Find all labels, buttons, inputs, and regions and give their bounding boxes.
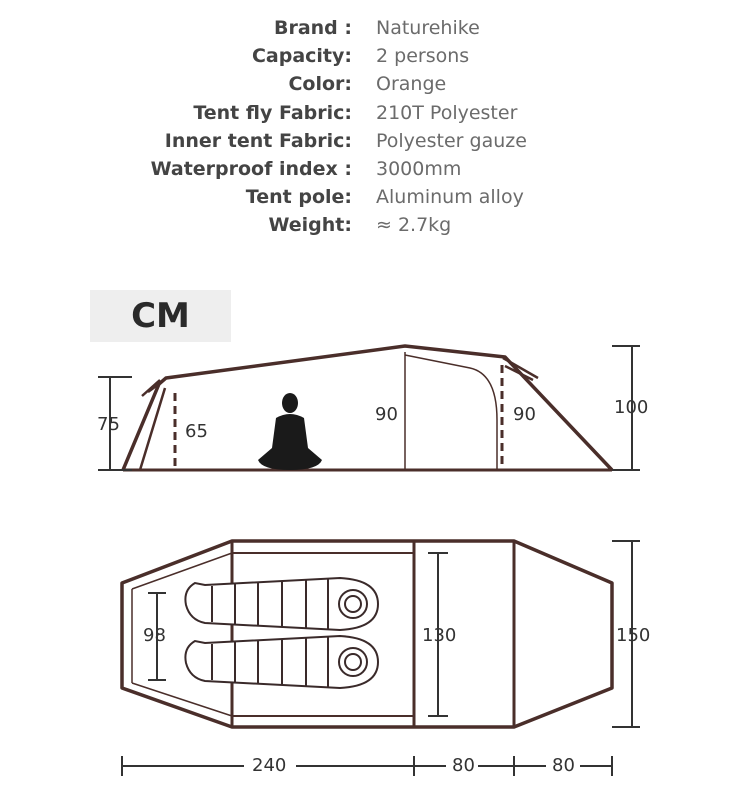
spec-value: 2 persons xyxy=(376,45,470,68)
unit-label: CM xyxy=(131,296,190,336)
dim-inner-width: 130 xyxy=(422,625,457,646)
spec-label: Weight: xyxy=(268,214,353,237)
spec-table: Brand : Naturehike Capacity: 2 persons C… xyxy=(0,14,750,240)
spec-value: Orange xyxy=(376,73,447,96)
spec-row-inner-fabric: Inner tent Fabric: Polyester gauze xyxy=(0,127,750,155)
spec-row-color: Color: Orange xyxy=(0,70,750,98)
side-front-pole xyxy=(138,379,167,471)
unit-badge: CM xyxy=(90,290,231,342)
dim-total-height: 100 xyxy=(614,397,649,418)
side-inner-tent xyxy=(404,352,498,470)
spec-row-pole: Tent pole: Aluminum alloy xyxy=(0,183,750,211)
spec-value: Aluminum alloy xyxy=(376,186,524,209)
spec-row-weight: Weight: ≈ 2.7kg xyxy=(0,211,750,239)
dim-length-inner: 240 xyxy=(252,755,287,776)
dim-vestibule-height: 90 xyxy=(513,404,536,425)
spec-value: Polyester gauze xyxy=(376,129,527,152)
sleeping-bag-1 xyxy=(184,576,380,632)
dim-total-width: 150 xyxy=(616,625,651,646)
sleeping-bag-2 xyxy=(184,634,380,690)
side-fly-outline xyxy=(121,344,614,472)
person-silhouette xyxy=(258,393,322,470)
dim-front-width: 98 xyxy=(143,625,166,646)
top-inner-room xyxy=(231,552,415,717)
top-outline xyxy=(120,539,614,729)
top-dimensions xyxy=(121,540,640,776)
top-view xyxy=(120,539,614,729)
spec-label: Capacity: xyxy=(251,45,352,68)
spec-label: Brand : xyxy=(273,17,352,39)
spec-label: Tent fly Fabric: xyxy=(193,101,352,124)
dim-length-middle: 80 xyxy=(452,755,475,776)
dim-inner-front-height: 65 xyxy=(185,421,208,442)
dim-inner-back-height: 90 xyxy=(375,404,398,425)
spec-label: Inner tent Fabric: xyxy=(164,129,352,152)
spec-value: 3000mm xyxy=(376,157,462,180)
top-inner-front xyxy=(131,552,233,717)
spec-label: Color: xyxy=(288,73,352,96)
spec-value: Naturehike xyxy=(376,17,480,39)
dim-length-vestibule: 80 xyxy=(552,755,575,776)
side-vestibule-pole xyxy=(502,356,539,382)
spec-value: 210T Polyester xyxy=(376,101,518,124)
top-middle-section xyxy=(412,539,516,729)
spec-row-capacity: Capacity: 2 persons xyxy=(0,42,750,70)
spec-row-waterproof: Waterproof index : 3000mm xyxy=(0,155,750,183)
spec-value: ≈ 2.7kg xyxy=(376,214,452,237)
side-dimensions xyxy=(98,345,640,471)
side-view xyxy=(121,344,614,472)
spec-row-brand: Brand : Naturehike xyxy=(0,14,750,42)
spec-label: Tent pole: xyxy=(245,186,352,209)
dim-front-height: 75 xyxy=(97,414,120,435)
spec-label: Waterproof index : xyxy=(150,157,352,180)
sleeping-bags xyxy=(184,576,380,690)
spec-row-fly-fabric: Tent fly Fabric: 210T Polyester xyxy=(0,99,750,127)
